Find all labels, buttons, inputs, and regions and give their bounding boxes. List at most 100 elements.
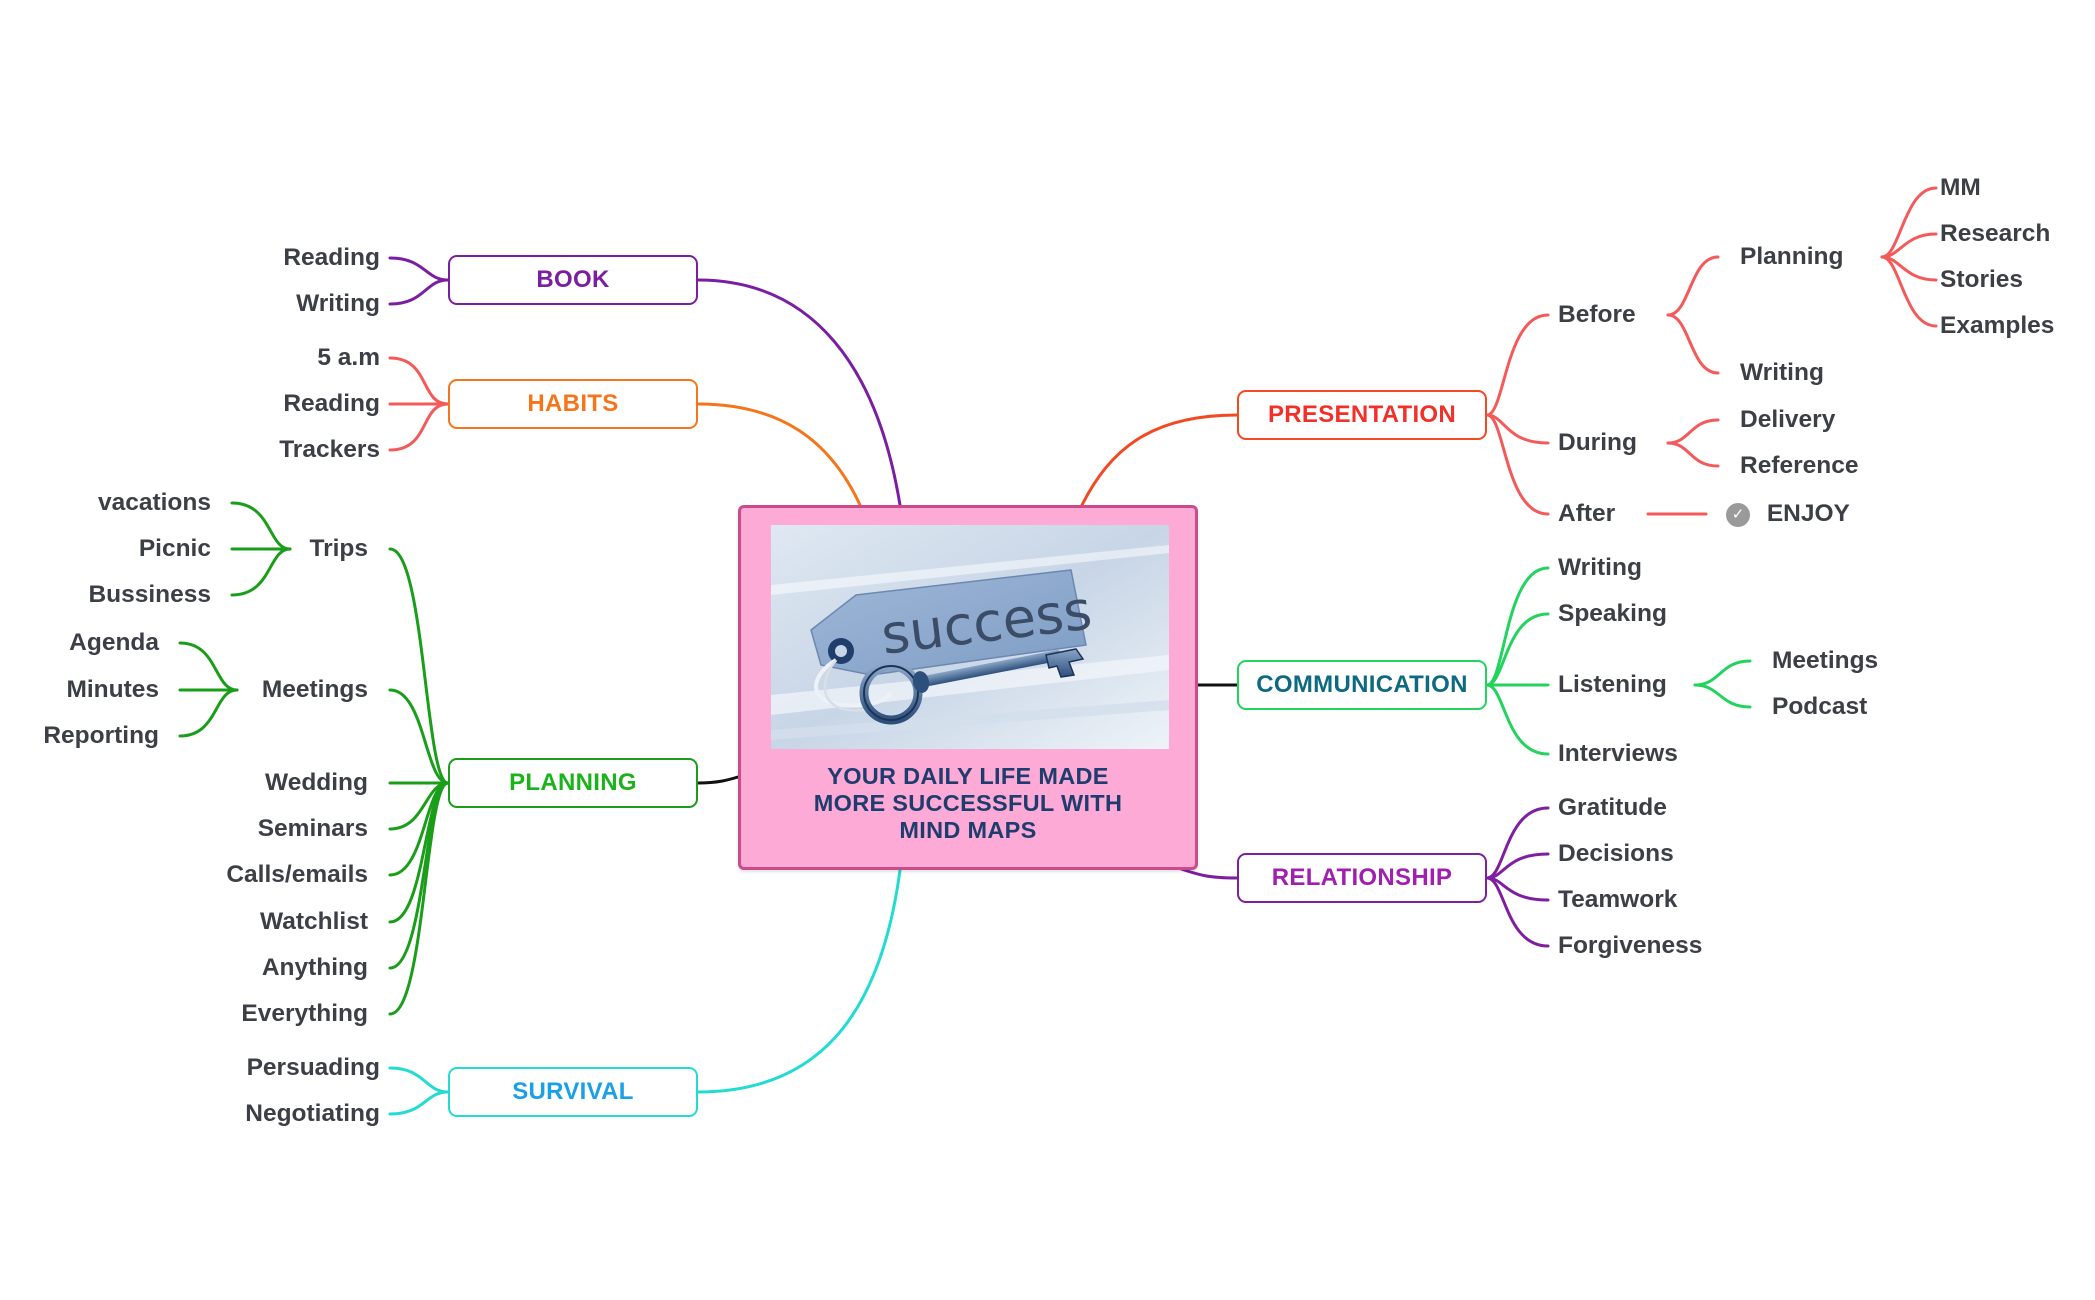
central-title-line: MIND MAPS [899,817,1037,843]
success-tag-key-illustration: success [771,525,1169,749]
topic-presentation-label: PRESENTATION [1267,401,1457,428]
survival-negotiating[interactable]: Negotiating [245,1100,380,1127]
book-writing[interactable]: Writing [296,290,380,317]
communication-speaking[interactable]: Speaking [1558,600,1667,627]
topic-communication[interactable]: COMMUNICATION [1237,660,1487,710]
topic-presentation[interactable]: PRESENTATION [1237,390,1487,440]
relationship-forgiveness[interactable]: Forgiveness [1558,932,1703,959]
during-reference[interactable]: Reference [1740,452,1859,479]
link-before-writing [1666,313,1720,375]
meetings-minutes[interactable]: Minutes [66,676,159,703]
trips-vacations[interactable]: vacations [97,489,211,516]
planning-meetings[interactable]: Meetings [261,676,368,703]
planning-examples[interactable]: Examples [1940,312,2055,339]
relationship-teamwork[interactable]: Teamwork [1558,886,1678,913]
central-title-line: YOUR DAILY LIFE MADE [827,763,1109,789]
habits-reading[interactable]: Reading [283,390,380,417]
planning-watchlist[interactable]: Watchlist [260,908,368,935]
during-delivery[interactable]: Delivery [1740,406,1836,433]
link-communication-interviews [1485,683,1550,756]
communication-writing[interactable]: Writing [1558,554,1642,581]
link-relationship-forgiveness [1485,876,1550,948]
link-communication-speaking [1485,612,1550,687]
link-presentation-before [1485,313,1550,417]
link-habits [696,402,862,507]
habits-trackers[interactable]: Trackers [279,436,380,463]
link-presentation-after [1485,413,1550,516]
link-meetings-agenda [178,641,239,692]
meetings-reporting[interactable]: Reporting [43,722,159,749]
central-topic[interactable]: success YOUR DAILY LIFE MADE MORE SUCCES… [738,505,1198,870]
link-planning-trips [388,547,450,785]
planning-stories[interactable]: Stories [1940,266,2024,293]
planning-wedding[interactable]: Wedding [265,769,368,796]
meetings-agenda[interactable]: Agenda [69,629,159,656]
check-circle-icon: ✓ [1726,502,1750,527]
link-planning-meetings [388,688,450,785]
planning-research[interactable]: Research [1940,220,2051,247]
after-enjoy-label: ENJOY [1766,500,1850,527]
planning-trips[interactable]: Trips [309,535,368,562]
link-habits-trackers [388,402,450,452]
link-trips-bussiness [230,547,292,597]
topic-relationship[interactable]: RELATIONSHIP [1237,853,1487,903]
link-before-planning [1666,255,1720,317]
link-listening-podcast [1693,683,1752,709]
link-survival-persuading [388,1066,450,1094]
link-planning-mm [1880,186,1938,259]
link-during-reference [1666,441,1720,468]
link-planning-examples [1880,255,1938,328]
listening-podcast[interactable]: Podcast [1772,693,1868,720]
listening-meetings[interactable]: Meetings [1772,647,1879,674]
presentation-before[interactable]: Before [1558,301,1636,328]
link-book [696,278,902,507]
link-survival [696,868,902,1094]
link-relationship-teamwork [1485,876,1550,902]
topic-book[interactable]: BOOK [448,255,698,305]
communication-interviews[interactable]: Interviews [1558,740,1678,767]
topic-habits[interactable]: HABITS [448,379,698,429]
planning-anything[interactable]: Anything [261,954,368,981]
central-topic-title: YOUR DAILY LIFE MADE MORE SUCCESSFUL WIT… [751,763,1185,844]
topic-relationship-label: RELATIONSHIP [1271,864,1453,891]
link-communication-writing [1485,566,1550,687]
before-planning[interactable]: Planning [1740,243,1844,270]
relationship-decisions[interactable]: Decisions [1558,840,1674,867]
link-book-reading [388,256,450,282]
link-planning-everything [388,781,450,1016]
topic-survival[interactable]: SURVIVAL [448,1067,698,1117]
link-habits-5am [388,356,450,406]
success-key-image: success [771,525,1169,749]
presentation-during[interactable]: During [1558,429,1637,456]
link-during-delivery [1666,418,1720,445]
presentation-after[interactable]: After [1558,500,1616,527]
link-planning [696,775,740,785]
topic-planning[interactable]: PLANNING [448,758,698,808]
link-relationship-decisions [1485,852,1550,880]
survival-persuading[interactable]: Persuading [246,1054,380,1081]
tag-icon: success [810,569,1095,676]
link-presentation [1080,413,1239,507]
key-icon [859,648,1085,725]
link-trips-vacations [230,501,292,551]
after-enjoy[interactable]: ✓ ENJOY [1726,497,1850,531]
planning-calls-emails[interactable]: Calls/emails [226,861,368,888]
before-writing[interactable]: Writing [1740,359,1824,386]
link-meetings-reporting [178,688,239,738]
trips-picnic[interactable]: Picnic [138,535,211,562]
link-book-writing [388,278,450,306]
habits-5am[interactable]: 5 a.m [317,344,380,371]
relationship-gratitude[interactable]: Gratitude [1558,794,1667,821]
topic-communication-label: COMMUNICATION [1256,671,1468,698]
planning-everything[interactable]: Everything [241,1000,368,1027]
book-reading[interactable]: Reading [283,244,380,271]
topic-planning-label: PLANNING [509,769,637,796]
link-listening-meetings [1693,659,1752,687]
planning-mm[interactable]: MM [1940,174,1981,201]
planning-seminars[interactable]: Seminars [257,815,368,842]
topic-survival-label: SURVIVAL [512,1078,634,1105]
trips-bussiness[interactable]: Bussiness [88,581,211,608]
communication-listening[interactable]: Listening [1558,671,1667,698]
